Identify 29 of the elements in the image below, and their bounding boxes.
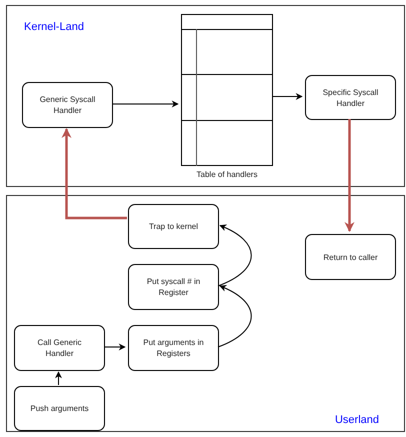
box-label: Trap to kernel: [148, 221, 198, 232]
box-label: Put arguments in Registers: [142, 337, 205, 359]
region-panel: [6, 195, 405, 432]
box-label: Specific Syscall Handler: [322, 86, 380, 108]
arrow: [218, 224, 252, 286]
table-caption: Table of handlers: [196, 169, 258, 181]
box-label: Push arguments: [30, 403, 89, 414]
arrow: [272, 93, 303, 100]
process-box: [14, 325, 105, 371]
process-box: [305, 75, 396, 120]
process-box: [22, 82, 113, 128]
process-box: [128, 325, 219, 371]
box-label: Put syscall # in Register: [146, 276, 202, 298]
arrow: [344, 119, 354, 232]
process-box: [128, 264, 219, 310]
region-label: Userland: [334, 412, 379, 428]
arrow: [62, 128, 127, 220]
region-label: Kernel-Land: [24, 20, 84, 35]
box-label: Return to caller: [323, 252, 378, 262]
arrow: [218, 285, 252, 348]
box-label: Generic Syscall Handler: [38, 94, 96, 116]
process-box: [14, 386, 105, 431]
process-box: [305, 234, 396, 280]
arrow: [112, 100, 179, 108]
process-box: [128, 204, 219, 249]
region-panel: [6, 5, 405, 187]
arrow: [104, 344, 126, 350]
arrow: [55, 371, 62, 386]
box-label: Call Generic Handler: [36, 337, 82, 359]
